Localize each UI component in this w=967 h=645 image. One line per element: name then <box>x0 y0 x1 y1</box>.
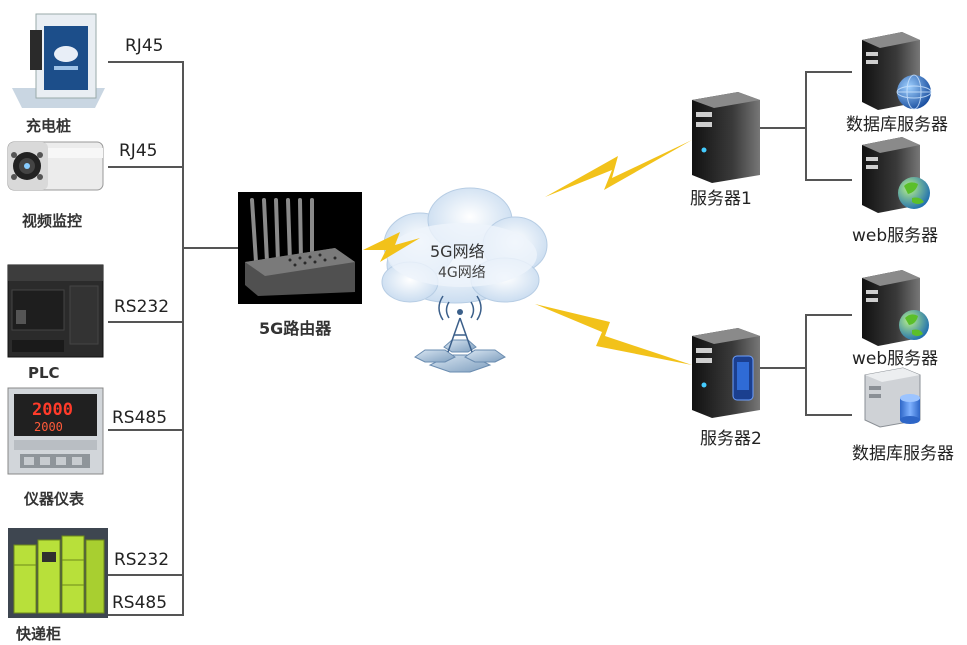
device-label-meter: 仪器仪表 <box>24 490 85 508</box>
server2-image <box>692 328 760 418</box>
lightning-cloud-server1 <box>545 140 692 197</box>
port-label-locker-2: RS485 <box>112 593 168 613</box>
device-label-charging-pile: 充电桩 <box>26 117 72 135</box>
network-label-5g: 5G网络 <box>430 242 485 261</box>
camera-image <box>7 141 104 191</box>
port-label-plc: RS232 <box>114 297 170 317</box>
cloud-shape <box>381 187 548 304</box>
web-server2-image <box>862 270 929 346</box>
server2-label: 服务器2 <box>700 429 762 449</box>
device-label-parcel-locker: 快递柜 <box>16 625 62 643</box>
port-label-meter: RS485 <box>112 408 168 428</box>
web-server2-label: web服务器 <box>852 349 939 369</box>
svg-text:2000: 2000 <box>34 420 63 434</box>
charging-pile-image <box>12 13 105 108</box>
device-label-plc: PLC <box>28 364 60 382</box>
db-server2-image <box>864 367 921 428</box>
svg-text:2000: 2000 <box>32 400 73 420</box>
db-server1-image <box>862 32 932 110</box>
plc-image <box>7 264 104 358</box>
left-bus-lines <box>108 61 238 616</box>
server-tree-lines <box>760 71 852 416</box>
lightning-router-cloud <box>363 232 420 262</box>
port-label-charging: RJ45 <box>125 36 164 56</box>
parcel-locker-image <box>8 528 108 618</box>
device-label-camera: 视频监控 <box>22 212 83 230</box>
port-label-locker-1: RS232 <box>114 550 170 570</box>
network-label-4g: 4G网络 <box>438 265 486 281</box>
lightning-cloud-server2 <box>535 304 692 365</box>
router-label: 5G路由器 <box>259 319 332 338</box>
web-server1-label: web服务器 <box>852 226 939 246</box>
web-server1-image <box>862 137 930 213</box>
server1-label: 服务器1 <box>690 189 752 209</box>
router-image <box>238 192 362 304</box>
server1-image <box>692 92 760 183</box>
cell-tower-icon <box>414 295 506 373</box>
meter-image: 2000 2000 <box>7 387 104 475</box>
db-server2-label: 数据库服务器 <box>852 444 954 464</box>
port-label-camera: RJ45 <box>119 141 158 161</box>
db-server1-label: 数据库服务器 <box>846 115 948 135</box>
